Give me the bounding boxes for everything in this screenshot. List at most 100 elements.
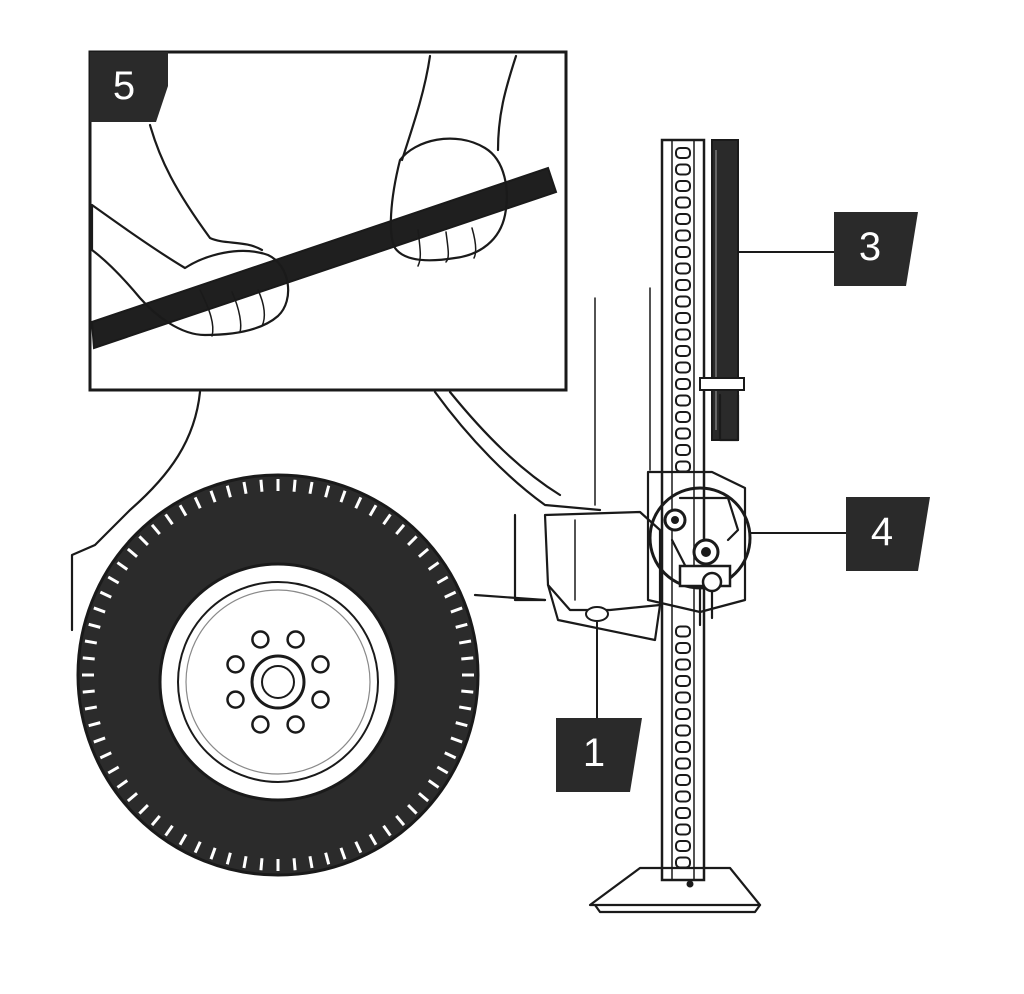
tread-block — [292, 479, 297, 492]
rail-hole — [675, 774, 691, 786]
rail-hole — [675, 246, 691, 258]
tread-block — [407, 804, 418, 815]
rail-hole — [675, 345, 691, 357]
lug-nut — [251, 630, 270, 649]
rail-hole — [675, 823, 691, 836]
tread-block — [455, 622, 468, 629]
rail-hole — [675, 757, 691, 770]
tread-block — [116, 779, 129, 789]
rail-hole — [675, 229, 691, 242]
tread-block — [444, 751, 457, 760]
jacking-point — [585, 606, 609, 622]
tread-block — [116, 561, 129, 571]
tread-block — [450, 606, 463, 614]
rail-hole — [675, 279, 691, 291]
callout-1: 1 — [556, 718, 642, 792]
tread-block — [225, 485, 232, 498]
rail-hole — [675, 642, 691, 654]
rail-hole — [675, 675, 691, 687]
tread-block — [82, 656, 95, 661]
rail-holes — [675, 147, 691, 869]
tread-block — [368, 833, 378, 846]
rail-hole — [675, 856, 691, 869]
inset-panel — [88, 50, 568, 392]
tread-block — [382, 513, 392, 526]
tread-block — [427, 561, 440, 571]
lug-nut — [226, 655, 245, 674]
tread-block — [339, 490, 347, 503]
callout-3: 3 — [834, 212, 918, 286]
lug-nut — [311, 655, 330, 674]
wheel — [76, 473, 480, 877]
rail-hole — [675, 262, 691, 275]
tread-block — [193, 841, 202, 854]
tread-block — [88, 622, 101, 629]
tread-block — [292, 858, 297, 871]
inset-frame — [88, 50, 568, 392]
handle-clip — [699, 377, 745, 391]
tread-block — [99, 590, 112, 599]
tread-block — [88, 721, 101, 728]
tread-block — [225, 852, 232, 865]
tread-block — [209, 490, 217, 503]
rail-hole — [675, 196, 691, 209]
rail-hole — [675, 708, 691, 720]
tread-block — [458, 705, 472, 711]
tread-block — [99, 751, 112, 760]
lug-nut — [286, 715, 305, 734]
rim-ring — [185, 589, 371, 775]
rail-hole — [675, 724, 691, 737]
lug-nut — [251, 715, 270, 734]
lug-nuts — [226, 630, 330, 734]
tread-block — [178, 504, 188, 517]
tread-block — [354, 496, 363, 509]
rail-hole — [675, 658, 691, 671]
tread-block — [84, 705, 98, 711]
tread-block — [308, 855, 314, 869]
callout-5-badge — [90, 52, 168, 122]
rail-hole — [675, 378, 691, 390]
tread-block — [259, 858, 264, 871]
tread-block — [242, 855, 248, 869]
tread-block — [417, 792, 430, 803]
jack-mount-bracket — [543, 510, 662, 642]
rail-hole — [675, 147, 691, 159]
tread-block — [382, 824, 392, 837]
tread-block — [417, 547, 430, 558]
lug-nut — [311, 690, 330, 709]
callout-4-label: 4 — [871, 510, 893, 554]
tread-block — [339, 847, 347, 860]
tread-block — [93, 606, 106, 614]
tread-block — [395, 814, 406, 827]
tread-block — [259, 479, 264, 492]
rail-hole — [675, 741, 691, 753]
rail-hole — [675, 213, 691, 225]
mechanism-highlight-circle — [648, 486, 752, 590]
tread-block — [324, 852, 331, 865]
right-hand — [389, 137, 508, 262]
tread-block — [164, 824, 174, 837]
lug-nut — [286, 630, 305, 649]
tread-block — [107, 765, 120, 775]
tread-block — [126, 547, 139, 558]
tread-block — [178, 833, 188, 846]
tread-block — [368, 504, 378, 517]
rail-hole — [675, 807, 691, 819]
tire-tread — [82, 479, 474, 871]
tread-block — [107, 575, 120, 585]
tread-block — [450, 736, 463, 744]
tread-block — [193, 496, 202, 509]
tread-block — [436, 575, 449, 585]
tread-block — [436, 765, 449, 775]
tread-block — [444, 590, 457, 599]
tread-block — [93, 736, 106, 744]
callout-3-label: 3 — [859, 225, 881, 269]
tread-block — [150, 523, 161, 536]
hub-center — [261, 665, 295, 699]
tread-block — [150, 814, 161, 827]
leader-lines — [596, 251, 846, 718]
rail-hole — [675, 180, 691, 192]
tread-block — [164, 513, 174, 526]
callout-4: 4 — [846, 497, 930, 571]
tread-block — [84, 639, 98, 645]
